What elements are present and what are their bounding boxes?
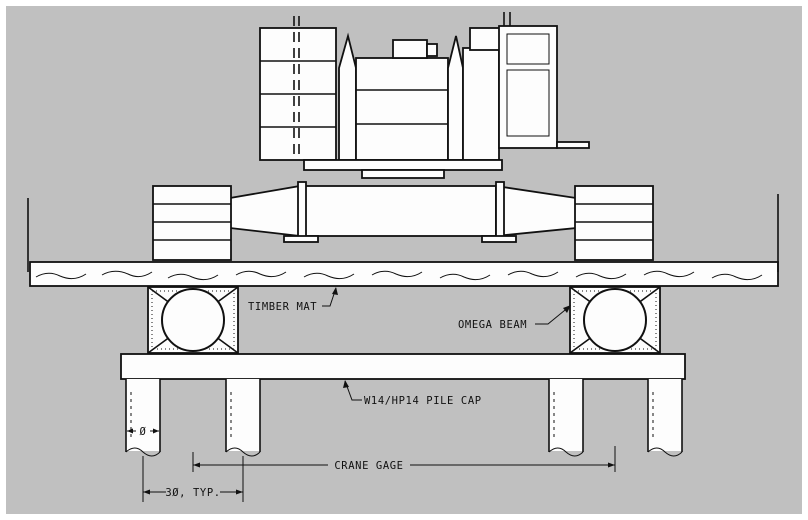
carbody-jack-right — [495, 181, 505, 239]
piles — [125, 379, 683, 457]
pile-4 — [647, 379, 683, 457]
pile-1 — [125, 379, 161, 457]
counterweight-stack — [259, 16, 337, 161]
timber-mat-label: TIMBER MAT — [248, 301, 317, 313]
pile-spacing-label: 3Ø, TYP. — [165, 487, 220, 499]
omega-beam-label: OMEGA BEAM — [458, 319, 527, 331]
pile-cap — [120, 353, 686, 380]
pile-2 — [225, 379, 261, 457]
carbody-jack-left — [297, 181, 307, 239]
crane-gage-dimension: CRANE GAGE — [192, 446, 616, 472]
pile-diameter-label: Ø — [140, 426, 147, 438]
operator-cab — [462, 12, 590, 161]
pile-spacing-dimension: 3Ø, TYP. — [142, 456, 244, 502]
turntable-bearing — [361, 169, 445, 179]
pile-diameter-dimension: Ø — [127, 426, 159, 438]
crawler-track-right — [574, 185, 654, 261]
turntable-base — [303, 159, 503, 171]
crane-gage-label: CRANE GAGE — [334, 460, 403, 472]
timber-mat-callout: TIMBER MAT — [248, 287, 338, 313]
omega-beam-left — [147, 286, 239, 354]
crawler-carbody — [152, 181, 654, 261]
omega-beam-callout: OMEGA BEAM — [458, 305, 571, 331]
omega-beam-right — [569, 286, 661, 354]
pile-3 — [548, 379, 584, 457]
timber-mat — [27, 194, 779, 287]
pile-cap-label: W14/HP14 PILE CAP — [364, 395, 482, 407]
crawler-track-left — [152, 185, 232, 261]
pile-cap-callout: W14/HP14 PILE CAP — [343, 380, 482, 407]
crane-superstructure — [259, 12, 590, 179]
engine-housing — [338, 32, 464, 161]
